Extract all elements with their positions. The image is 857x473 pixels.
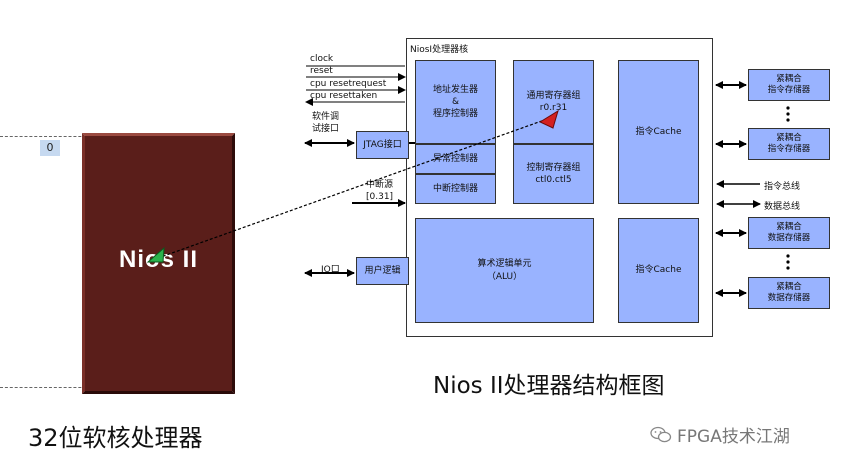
data-mem-1: 紧耦合 数据存储器 (748, 217, 830, 249)
diagram-title: Nios II处理器结构框图 (433, 373, 665, 399)
guide-line-bottom (0, 387, 96, 388)
irq-label: 中断源 [0.31] (366, 180, 394, 202)
ctl-block: 控制寄存器组 ctl0.ctl5 (513, 144, 594, 204)
guide-line-top (0, 136, 96, 137)
signal-resetrequest: cpu resetrequest (310, 79, 387, 89)
signal-clock: clock (310, 54, 334, 64)
signal-reset: reset (310, 66, 333, 76)
debug-label: 软件调 试接口 (312, 112, 340, 134)
exception-block: 异常控制器 (415, 144, 496, 174)
core-outline (406, 38, 713, 337)
chip-badge: 0 (40, 140, 60, 156)
addr-control-block: 地址发生器 & 程序控制器 (415, 60, 496, 144)
icache-block: 指令Cache (618, 60, 699, 204)
jtag-block: JTAG接口 (356, 131, 409, 159)
core-title: NiosI处理器核 (410, 45, 469, 55)
instr-mem-2: 紧耦合 指令存储器 (748, 128, 830, 160)
gpr-block: 通用寄存器组 r0.r31 (513, 60, 594, 144)
dcache-block: 指令Cache (618, 218, 699, 323)
interrupt-block: 中断控制器 (415, 174, 496, 204)
alu-block: 算术逻辑单元 （ALU） (415, 218, 594, 323)
data-mem-2: 紧耦合 数据存储器 (748, 277, 830, 309)
signal-resettaken: cpu resettaken (310, 91, 378, 101)
dbus-label: 数据总线 (764, 202, 801, 212)
watermark-text: FPGA技术江湖 (677, 427, 790, 447)
watermark: FPGA技术江湖 (650, 422, 790, 447)
wechat-icon (650, 426, 672, 442)
ibus-label: 指令总线 (764, 182, 801, 192)
chip-caption: 32位软核处理器 (28, 424, 203, 452)
user-logic-block: 用户逻辑 (356, 257, 409, 285)
instr-mem-1: 紧耦合 指令存储器 (748, 69, 830, 101)
